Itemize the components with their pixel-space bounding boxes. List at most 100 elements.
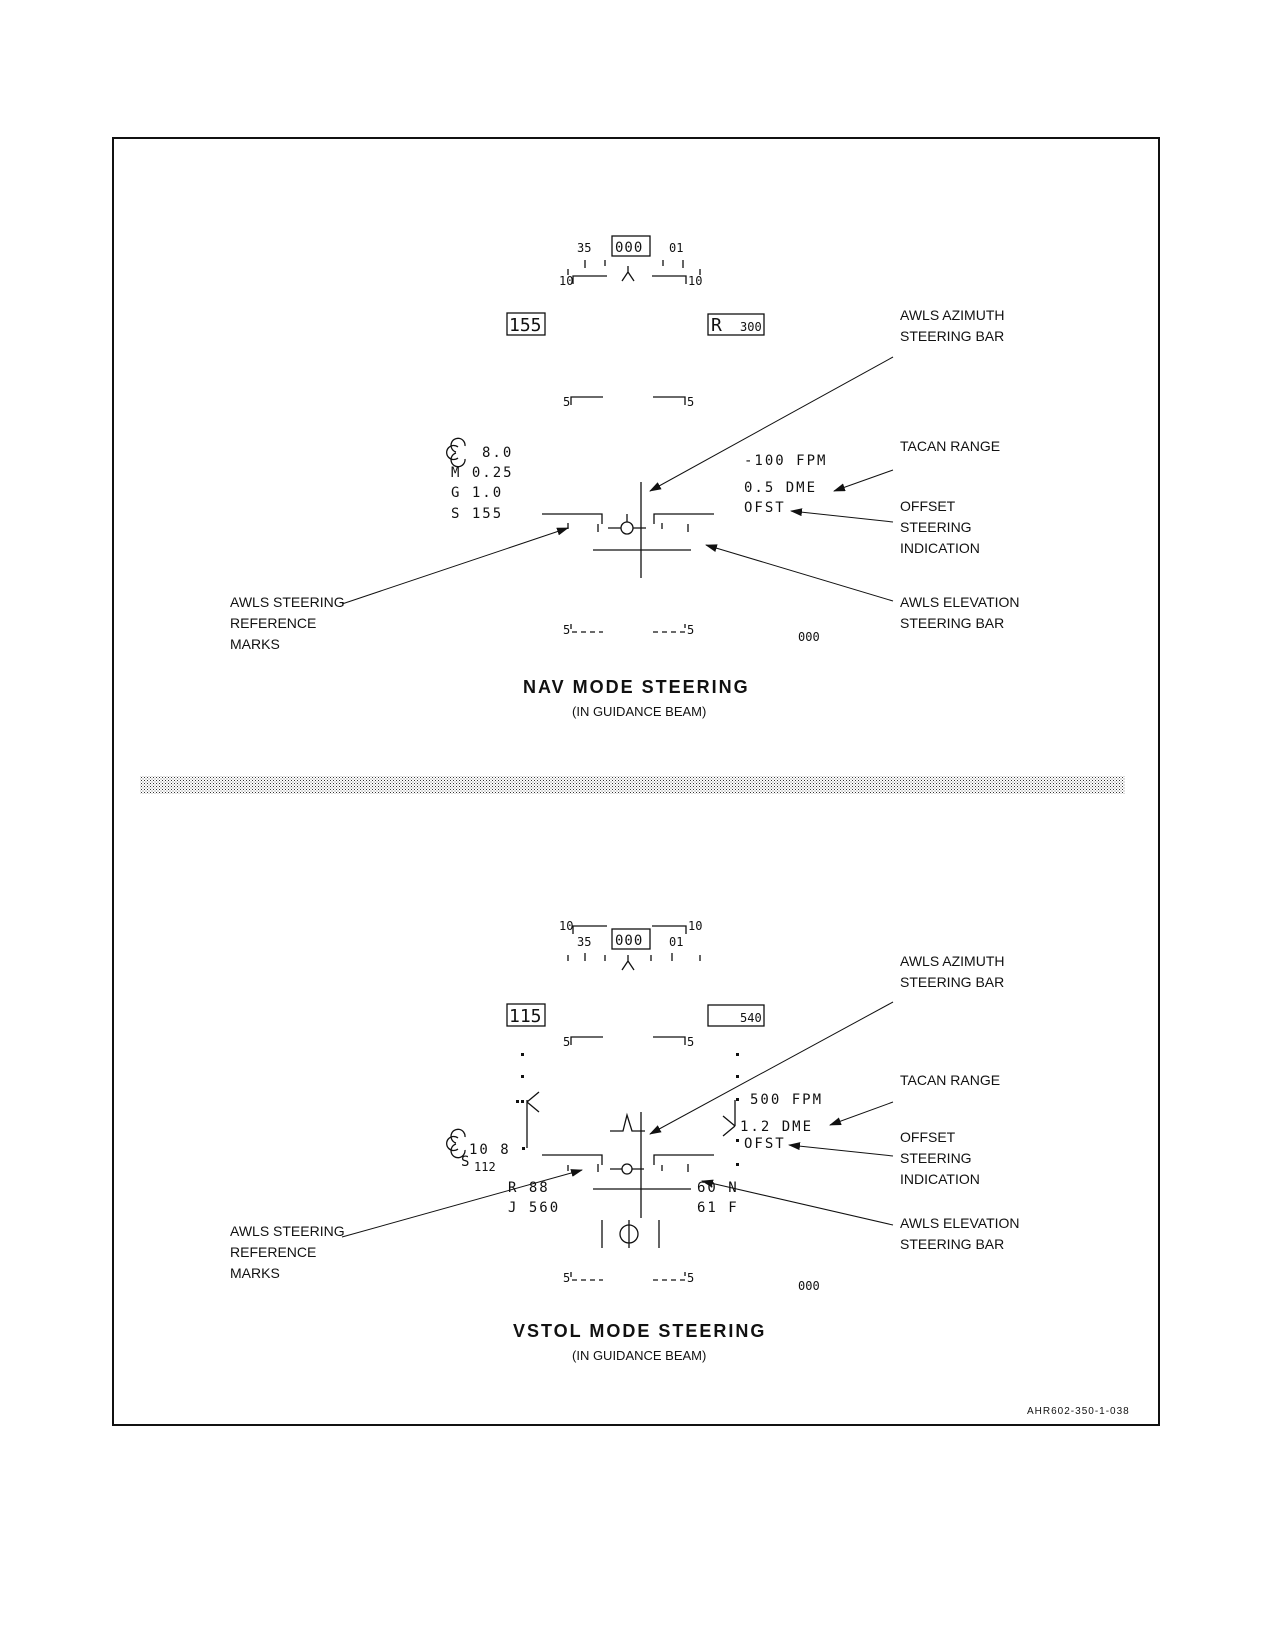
heading-right-label: 01 — [669, 935, 683, 949]
altitude-value: 540 — [740, 1011, 762, 1025]
heading-caret — [621, 266, 635, 282]
callout-offset-leader — [790, 508, 894, 523]
heading-tape: 35 000 01 10 10 — [559, 235, 702, 288]
pitch-marker — [610, 1112, 645, 1132]
callout-tacan-line1: TACAN RANGE — [900, 1072, 1000, 1088]
hover-symbol-side-bars — [601, 1220, 660, 1248]
dme-value: 0.5 DME — [744, 480, 817, 496]
left-data-block: 10 8 S 112 — [446, 1128, 509, 1174]
altitude-box — [707, 313, 765, 336]
altitude-prefix: R — [711, 315, 724, 336]
right-scale-pointer — [722, 1115, 736, 1137]
callout-offset-line1: OFFSET — [900, 1129, 956, 1145]
right-scale — [722, 1053, 739, 1166]
panel-title: NAV MODE STEERING — [523, 677, 750, 697]
right-scale-dots — [736, 1053, 739, 1166]
callout-offset-line3: INDICATION — [900, 540, 980, 556]
altitude-box — [707, 1004, 765, 1027]
reference-marks — [567, 523, 689, 532]
ofst-label: OFST — [744, 500, 786, 516]
right-data-block: 500 FPM 1.2 DME OFST — [740, 1092, 823, 1152]
panel-title: VSTOL MODE STEERING — [513, 1321, 766, 1341]
g-value: G 1.0 — [451, 485, 503, 501]
callout-reference-leader — [341, 1169, 583, 1238]
callout-reference-line3: MARKS — [230, 1265, 280, 1281]
heading-scale-left-bar — [572, 925, 607, 934]
pitch-bottom-right-bar — [653, 624, 686, 633]
heading-caret — [621, 955, 635, 971]
callout-azimuth-line2: STEERING BAR — [900, 328, 1004, 344]
pitch-top-left-bar — [570, 396, 603, 405]
reference-right-bar — [653, 513, 714, 524]
vstol-mode-panel: 10 10 35 000 01 115 540 5 5 — [230, 919, 1020, 1363]
heading-scale-right-bar — [652, 275, 687, 284]
heading-left-label: 35 — [577, 241, 591, 255]
airspeed-box — [506, 312, 546, 336]
heading-tape: 10 10 35 000 01 — [559, 919, 702, 971]
reference-left-bar — [542, 513, 603, 524]
callout-azimuth-leader — [649, 1001, 894, 1135]
callout-offset-line3: INDICATION — [900, 1171, 980, 1187]
steering-symbology — [542, 482, 714, 578]
pitch-bottom-right-label: 5 — [687, 1271, 694, 1285]
right-data-block: -100 FPM 0.5 DME OFST — [744, 453, 825, 516]
aoa-value: 8.0 — [482, 445, 513, 461]
panel-subtitle: (IN GUIDANCE BEAM) — [572, 704, 706, 719]
speed-label: S — [461, 1154, 471, 1170]
heading-scale-left: 10 — [559, 919, 573, 933]
hover-symbol — [601, 1220, 660, 1248]
callout-offset-leader — [788, 1142, 894, 1157]
airspeed-value: 115 — [509, 1006, 542, 1027]
airspeed-box — [506, 1003, 546, 1027]
callout-elevation-line1: AWLS ELEVATION — [900, 1215, 1020, 1231]
velocity-vector — [621, 1163, 633, 1175]
speed-value: 112 — [474, 1160, 496, 1174]
pitch-bottom-left-bar — [570, 1272, 603, 1281]
steering-symbology — [542, 1112, 714, 1218]
ofst-label: OFST — [744, 1136, 786, 1152]
callout-elevation-leader — [705, 544, 894, 602]
pitch-top-right-label: 5 — [687, 1035, 694, 1049]
pitch-top-right-bar — [653, 1036, 686, 1045]
heading-scale-right: 10 — [688, 919, 702, 933]
callouts: AWLS AZIMUTH STEERING BAR TACAN RANGE OF… — [230, 953, 1020, 1281]
dme-value: 1.2 DME — [740, 1119, 813, 1135]
pitch-top-left-label: 5 — [563, 395, 570, 409]
callouts: AWLS AZIMUTH STEERING BAR TACAN RANGE OF… — [230, 307, 1020, 652]
pitch-bottom-right-bar — [653, 1272, 686, 1281]
left-scale — [516, 1053, 540, 1150]
callout-reference-line1: AWLS STEERING — [230, 1223, 345, 1239]
bottom-heading: 000 — [798, 1279, 820, 1293]
heading-center-box — [611, 235, 651, 257]
callout-azimuth-line1: AWLS AZIMUTH — [900, 953, 1005, 969]
left-scale-dots — [516, 1053, 525, 1150]
heading-center-box — [611, 928, 651, 950]
callout-reference-leader — [341, 527, 569, 605]
heading-scale-left-bar — [572, 275, 607, 284]
pitch-bottom-left-label: 5 — [563, 623, 570, 637]
mach-value: M 0.25 — [451, 465, 514, 481]
heading-center-value: 000 — [615, 933, 643, 949]
lower-left-line2: J 560 — [508, 1200, 560, 1216]
bottom-heading: 000 — [798, 630, 820, 644]
callout-elevation-leader — [701, 1179, 894, 1226]
callout-reference-line2: REFERENCE — [230, 1244, 316, 1260]
callout-offset-line2: STEERING — [900, 519, 972, 535]
aoa-symbol — [446, 1128, 466, 1159]
lower-right-line2: 61 F — [697, 1200, 739, 1216]
callout-azimuth-line2: STEERING BAR — [900, 974, 1004, 990]
callout-reference-line2: REFERENCE — [230, 615, 316, 631]
heading-scale-right-bar — [652, 925, 687, 934]
pitch-bottom-right-label: 5 — [687, 623, 694, 637]
left-scale-pointer — [526, 1091, 540, 1113]
fpm-value: 500 FPM — [750, 1092, 823, 1108]
callout-offset-line1: OFFSET — [900, 498, 956, 514]
velocity-vector-wings — [608, 514, 646, 529]
altitude-value: 300 — [740, 320, 762, 334]
pitch-top-right-bar — [653, 396, 686, 405]
pitch-bottom-left-label: 5 — [563, 1271, 570, 1285]
pitch-bottom-left-bar — [570, 624, 603, 633]
pitch-top-right-label: 5 — [687, 395, 694, 409]
aoa-symbol — [446, 437, 466, 468]
